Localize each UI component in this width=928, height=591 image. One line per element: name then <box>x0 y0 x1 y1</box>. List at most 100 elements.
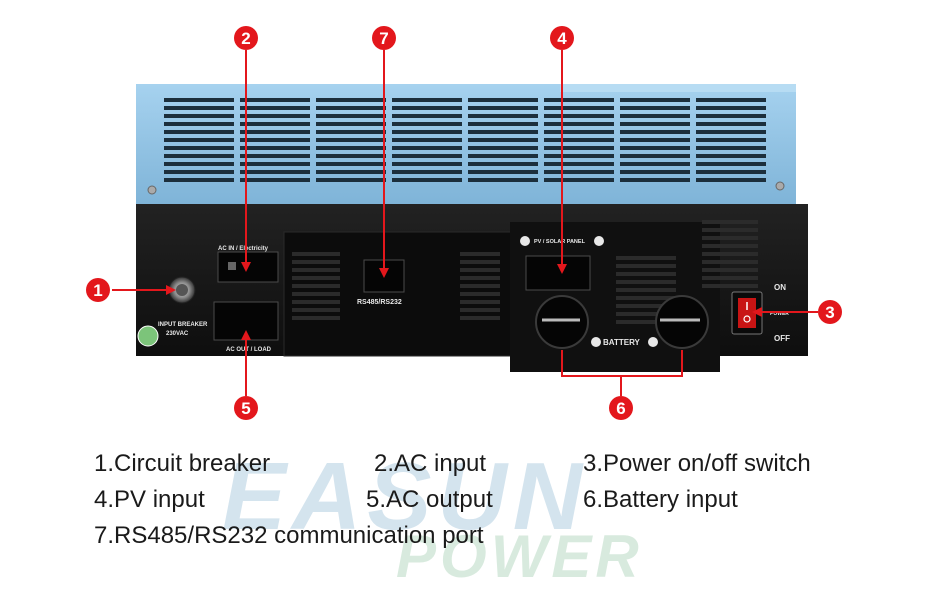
panel-vent-slot <box>460 308 500 312</box>
vent-slot <box>696 114 766 118</box>
panel-vent-slot <box>292 316 340 320</box>
vent-slot <box>392 130 462 134</box>
panel-vent-slot <box>460 300 500 304</box>
panel-vent-slot <box>460 316 500 320</box>
panel-vent-slot <box>702 236 758 240</box>
vent-slot <box>620 122 690 126</box>
vent-slot <box>544 146 614 150</box>
panel-vent-slot <box>616 296 676 300</box>
panel-vent-slot <box>292 292 340 296</box>
vent-slot <box>696 138 766 142</box>
vent-slot <box>468 106 538 110</box>
vent-slot <box>316 154 386 158</box>
minus-icon-pv <box>594 236 604 246</box>
blue-casing <box>136 84 796 204</box>
panel-vent-slot <box>616 272 676 276</box>
vent-slot <box>392 162 462 166</box>
vent-slot <box>164 146 234 150</box>
vent-slot <box>316 138 386 142</box>
panel-vent-slot <box>292 284 340 288</box>
vent-slot <box>240 106 310 110</box>
panel-vent-slot <box>460 252 500 256</box>
callout-number-3: 3 <box>825 303 834 322</box>
vent-slot <box>240 170 310 174</box>
callout-circle-4 <box>550 26 574 50</box>
panel-vent-slot <box>460 276 500 280</box>
vent-slot <box>316 106 386 110</box>
vent-slot <box>544 114 614 118</box>
vent-slot <box>620 98 690 102</box>
vent-slot <box>620 106 690 110</box>
label-rs485: RS485/RS232 <box>357 299 402 306</box>
plus-icon-battery <box>591 337 601 347</box>
vent-slot <box>316 122 386 126</box>
vent-slot <box>164 170 234 174</box>
certification-badge <box>137 325 159 347</box>
legend-item-1: 1.Circuit breaker <box>94 450 271 477</box>
callout-number-1: 1 <box>93 281 102 300</box>
screw-right <box>775 181 785 191</box>
panel-vent-slot <box>702 268 758 272</box>
vent-slot <box>696 154 766 158</box>
panel-vent-slot <box>616 256 676 260</box>
vent-slot <box>620 178 690 182</box>
vent-slot <box>240 146 310 150</box>
vent-slot <box>620 154 690 158</box>
vent-slot <box>392 154 462 158</box>
panel-vent-slot <box>292 276 340 280</box>
vent-slot <box>240 178 310 182</box>
battery-terminal-negative <box>655 295 709 349</box>
vent-slot <box>468 130 538 134</box>
vent-slot <box>164 130 234 134</box>
vent-slot <box>164 178 234 182</box>
vent-slot <box>164 114 234 118</box>
vent-slot <box>696 170 766 174</box>
vent-slot <box>316 98 386 102</box>
power-switch <box>731 291 763 335</box>
panel-vent-slot <box>616 304 676 308</box>
vent-slot <box>544 170 614 174</box>
pv-input-port <box>525 255 591 291</box>
vent-slot <box>544 122 614 126</box>
callout-circle-2 <box>234 26 258 50</box>
panel-vent-slot <box>702 228 758 232</box>
vent-slot <box>696 98 766 102</box>
panel-vent-slot <box>292 268 340 272</box>
vent-slot <box>240 154 310 158</box>
vent-slot <box>468 170 538 174</box>
panel-vent-slot <box>616 264 676 268</box>
label-power: POWER <box>770 311 789 317</box>
vent-slot <box>468 122 538 126</box>
vent-slot <box>544 154 614 158</box>
panel-vent-slot <box>616 288 676 292</box>
legend-item-6: 6.Battery input <box>583 486 738 513</box>
legend-item-5: 5.AC output <box>366 486 493 513</box>
vent-slot <box>316 146 386 150</box>
vent-slot <box>544 138 614 142</box>
plus-icon-pv <box>520 236 530 246</box>
vent-slot <box>696 106 766 110</box>
legend-item-4: 4.PV input <box>94 486 205 513</box>
panel-vent-slot <box>702 260 758 264</box>
panel-vent-slot <box>292 252 340 256</box>
vent-slot <box>164 138 234 142</box>
vent-slot <box>164 106 234 110</box>
vent-slot <box>392 114 462 118</box>
panel-vent-slot <box>702 284 758 288</box>
callout-circle-7 <box>372 26 396 50</box>
label-on: ON <box>774 283 786 292</box>
vent-slot <box>392 170 462 174</box>
vent-slot <box>240 122 310 126</box>
vent-slot <box>468 98 538 102</box>
panel-vents <box>292 220 758 324</box>
callout-leaders <box>112 50 818 396</box>
vent-slot <box>240 98 310 102</box>
label-battery: BATTERY <box>603 338 641 347</box>
vent-slot <box>392 178 462 182</box>
vent-slot <box>240 162 310 166</box>
panel-vent-slot <box>460 260 500 264</box>
panel-vent-slot <box>460 284 500 288</box>
vent-slot <box>316 170 386 174</box>
screw-left <box>147 185 157 195</box>
